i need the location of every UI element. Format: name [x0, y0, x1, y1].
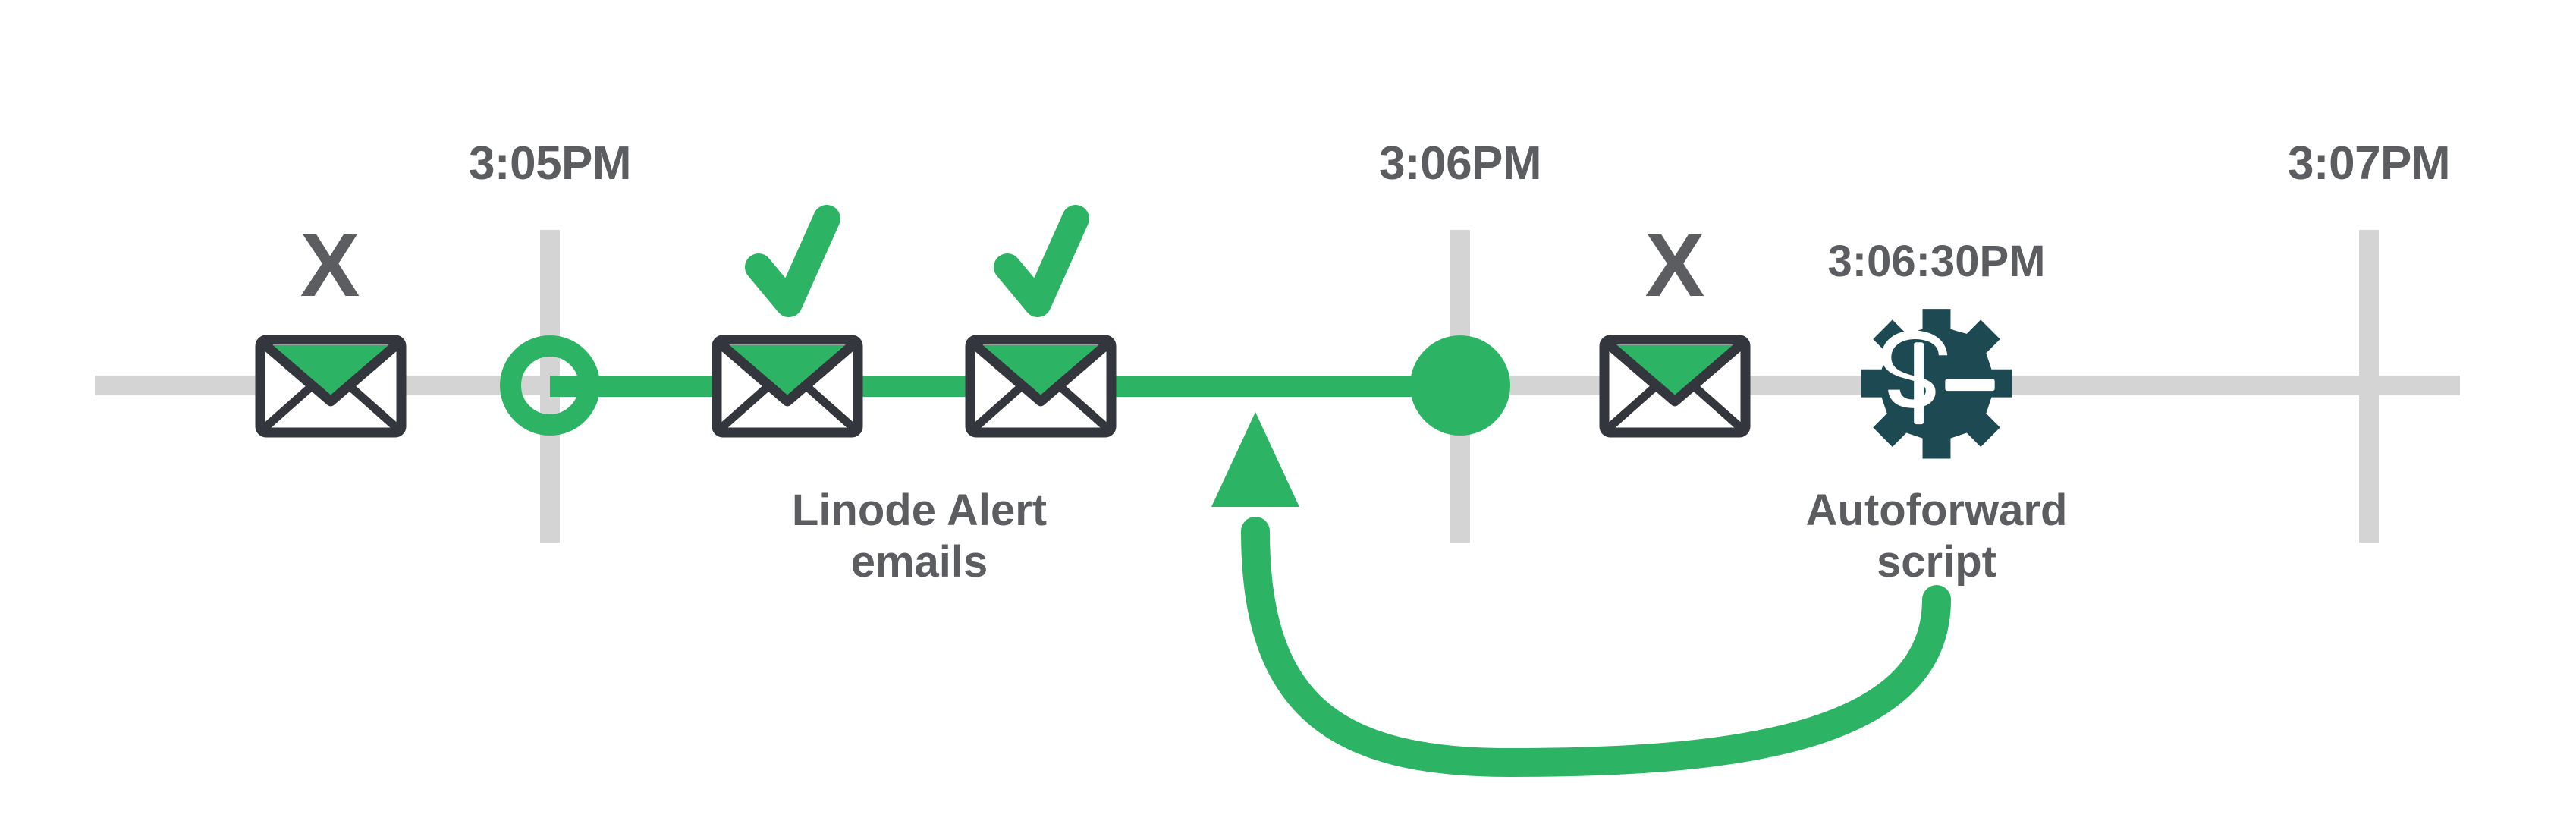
tick-label-307: 3:07PM	[2288, 137, 2450, 190]
gridline-307	[2359, 230, 2379, 543]
label-linode-alert-emails-line2: emails	[851, 537, 988, 587]
status-x-icon-2: X	[1645, 215, 1705, 316]
timeline-marker-ring-305	[500, 335, 600, 436]
status-check-icon-2	[994, 205, 1089, 317]
envelope-icon-4	[1599, 335, 1751, 438]
status-check-icon-1	[745, 205, 840, 317]
label-autoforward-time: 3:06:30PM	[1828, 237, 2046, 286]
status-x-icon-1: X	[300, 215, 360, 316]
gear-dollar-icon	[1861, 309, 2012, 459]
label-linode-alert-emails-line1: Linode Alert	[792, 486, 1047, 535]
label-autoforward-script-line1: Autoforward	[1806, 486, 2068, 535]
envelope-icon-2	[712, 335, 863, 438]
envelope-icon-3	[965, 335, 1117, 438]
envelope-icon-1	[255, 335, 407, 438]
label-autoforward-script-line2: script	[1877, 537, 1996, 587]
timeline-marker-dot-306	[1410, 335, 1510, 436]
autoforward-feedback-arrow	[1211, 412, 1951, 778]
tick-label-306: 3:06PM	[1379, 137, 1541, 190]
tick-label-305: 3:05PM	[469, 137, 631, 190]
